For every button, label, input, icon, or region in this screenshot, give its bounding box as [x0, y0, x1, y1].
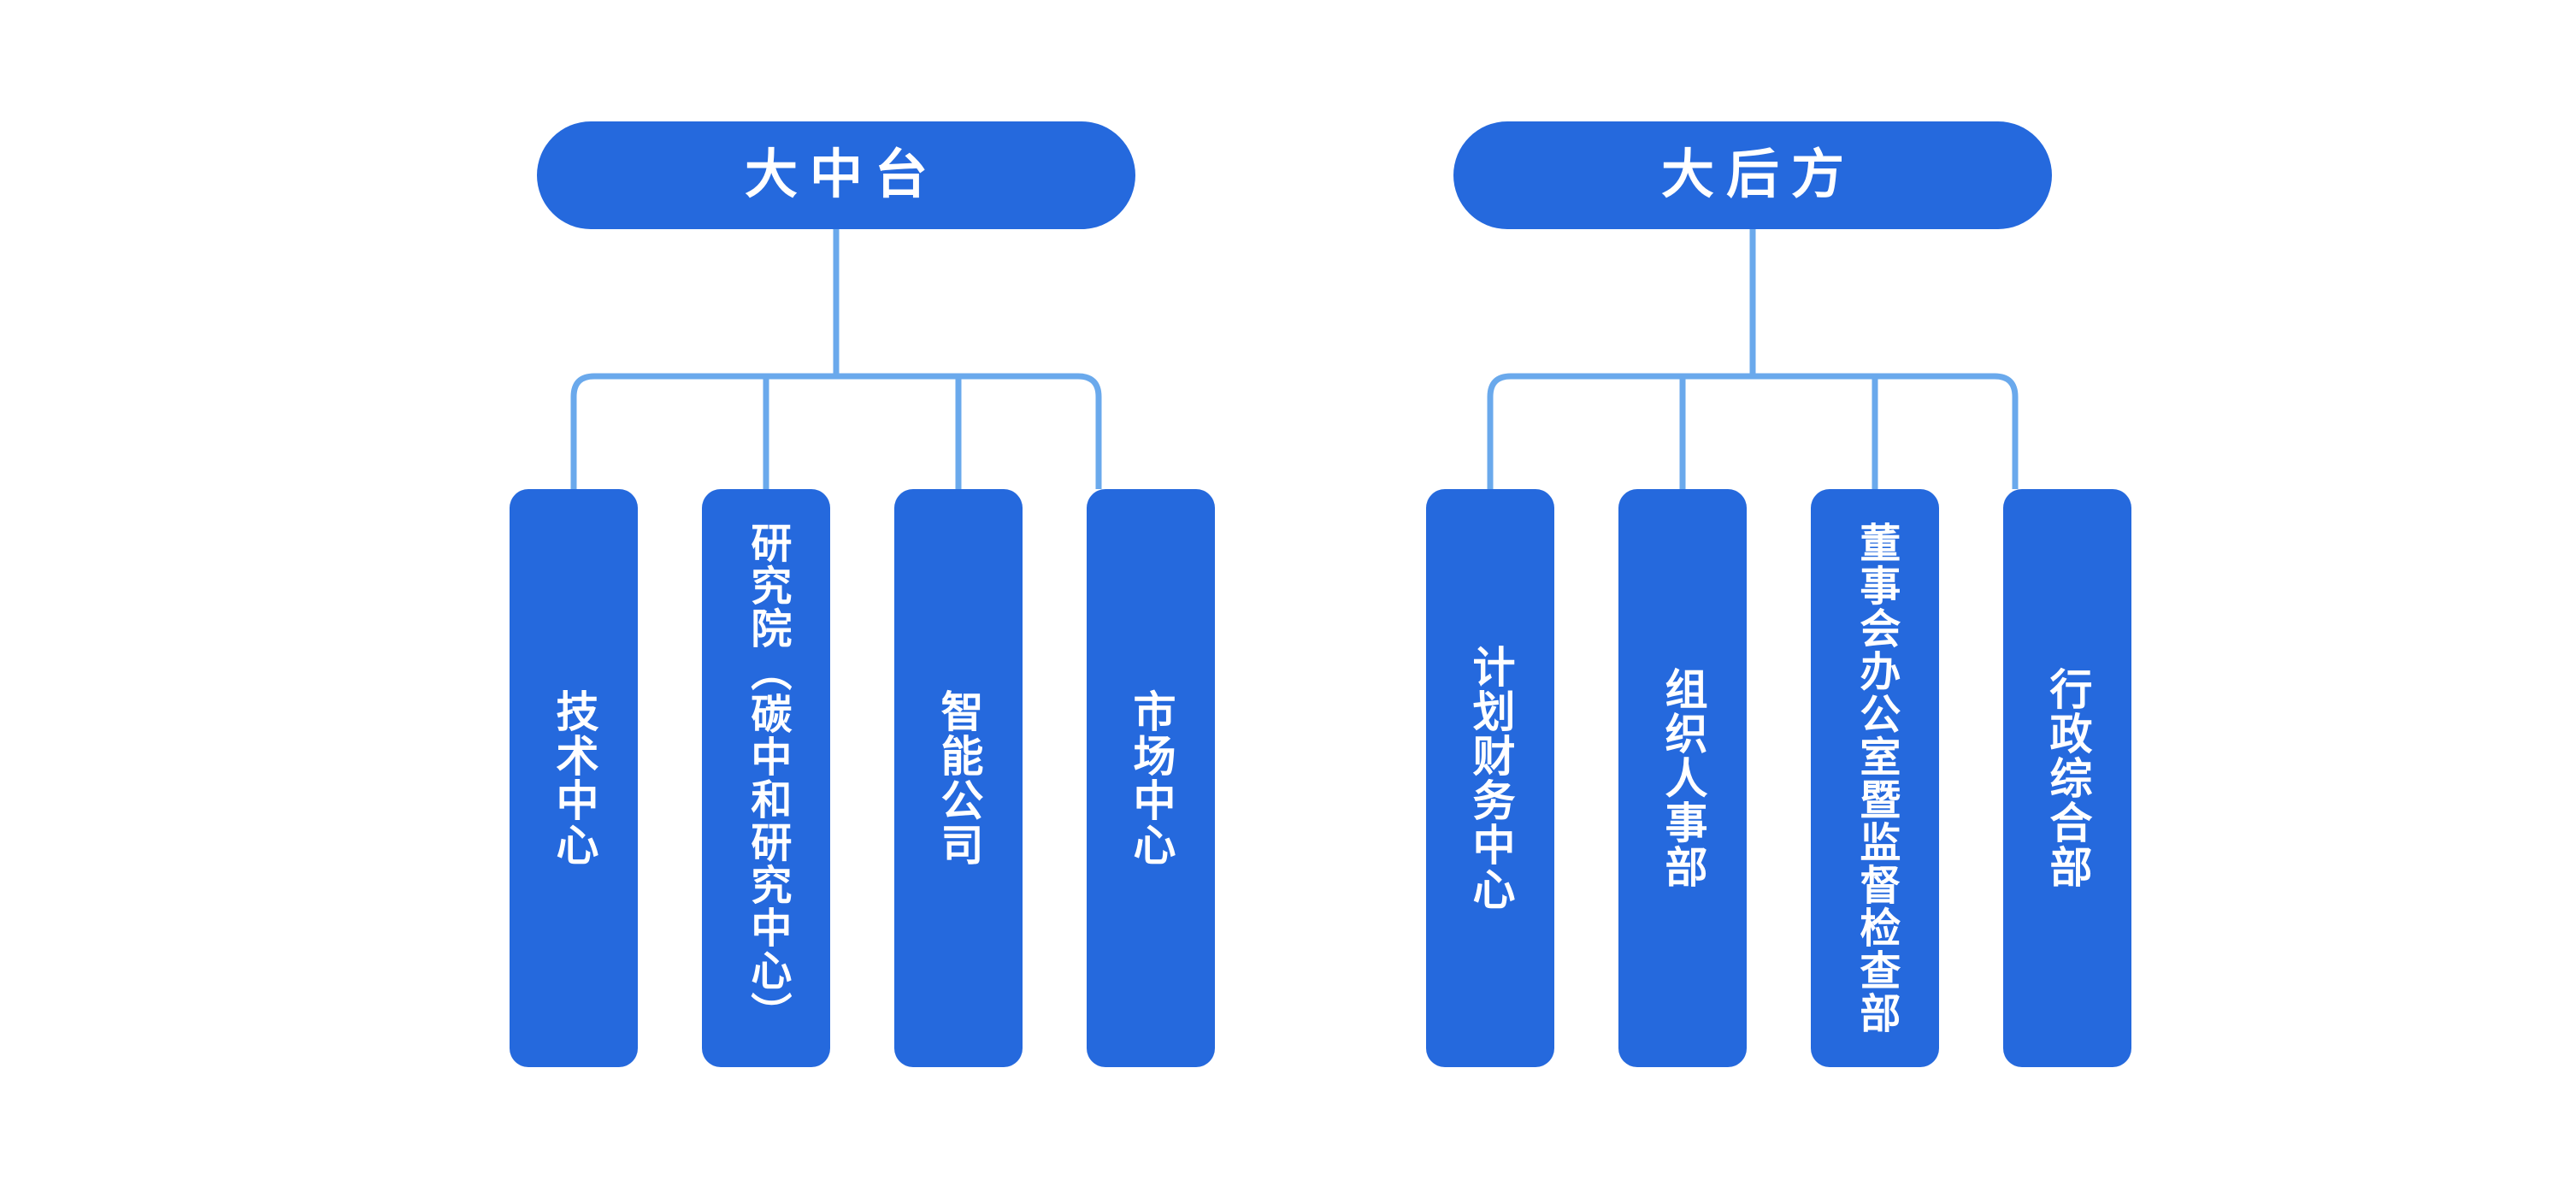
org-node-market-center[interactable]: 市场中心	[1087, 489, 1215, 1067]
node-row-rear-support: 计划财务中心 组织人事部 董事会办公室暨监督检查部 行政综合部	[1426, 489, 2131, 1067]
connector-bus	[1487, 373, 2019, 489]
group-header-middle-platform[interactable]: 大中台	[537, 121, 1135, 229]
org-node-technology-center[interactable]: 技术中心	[510, 489, 638, 1067]
org-node-label: 市场中心	[1127, 689, 1176, 867]
group-header-rear-support[interactable]: 大后方	[1453, 121, 2052, 229]
org-node-board-office-supervision-dept[interactable]: 董事会办公室暨监督检查部	[1811, 489, 1939, 1067]
node-row-middle-platform: 技术中心 研究院（碳中和研究中心） 智能公司 市场中心	[510, 489, 1215, 1067]
org-node-organization-personnel-dept[interactable]: 组织人事部	[1618, 489, 1747, 1067]
group-header-label: 大中台	[744, 145, 940, 204]
org-node-label: 董事会办公室暨监督检查部	[1853, 522, 1899, 1035]
connector-bus	[570, 373, 1102, 489]
org-node-research-institute[interactable]: 研究院（碳中和研究中心）	[702, 489, 830, 1067]
org-group-middle-platform: 大中台 技术中心 研究院（碳中和研究中心） 智能公司 市场中心	[510, 0, 1215, 1186]
org-node-administrative-dept[interactable]: 行政综合部	[2003, 489, 2131, 1067]
org-node-intelligent-company[interactable]: 智能公司	[894, 489, 1023, 1067]
connector-lines-rear-support	[1487, 229, 2019, 489]
group-header-label: 大后方	[1660, 145, 1856, 204]
org-node-planning-finance-center[interactable]: 计划财务中心	[1426, 489, 1554, 1067]
org-node-label: 智能公司	[934, 689, 983, 867]
connector-lines-middle-platform	[570, 229, 1102, 489]
org-group-rear-support: 大后方 计划财务中心 组织人事部 董事会办公室暨监督检查部 行政综合部	[1426, 0, 2131, 1186]
org-node-label: 技术中心	[550, 689, 598, 867]
org-node-label: 研究院（碳中和研究中心）	[744, 522, 790, 1035]
org-node-label: 行政综合部	[2043, 667, 2092, 889]
org-node-label: 计划财务中心	[1466, 645, 1515, 912]
org-node-label: 组织人事部	[1659, 667, 1707, 889]
